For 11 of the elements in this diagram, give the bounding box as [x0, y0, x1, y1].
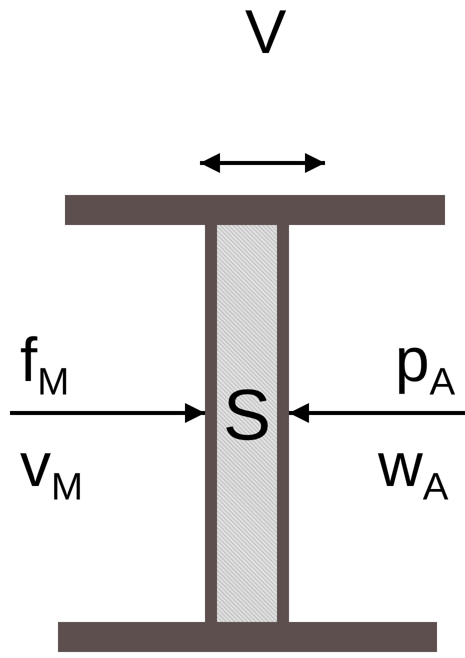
- arrow: [289, 403, 465, 423]
- flange-bar: [65, 195, 445, 225]
- symbol-label: f$_{M}$: [20, 330, 70, 402]
- symbol-label: p$_{A}$: [395, 330, 456, 402]
- velocity-label: V: [245, 2, 286, 64]
- channel-label: S: [222, 378, 272, 451]
- symbol-label: v$_{M}$: [20, 435, 84, 507]
- hatched-channel: [217, 225, 277, 622]
- symbol-label: w$_{A}$: [378, 435, 448, 507]
- arrow: [10, 403, 205, 423]
- flange-bar: [58, 622, 437, 652]
